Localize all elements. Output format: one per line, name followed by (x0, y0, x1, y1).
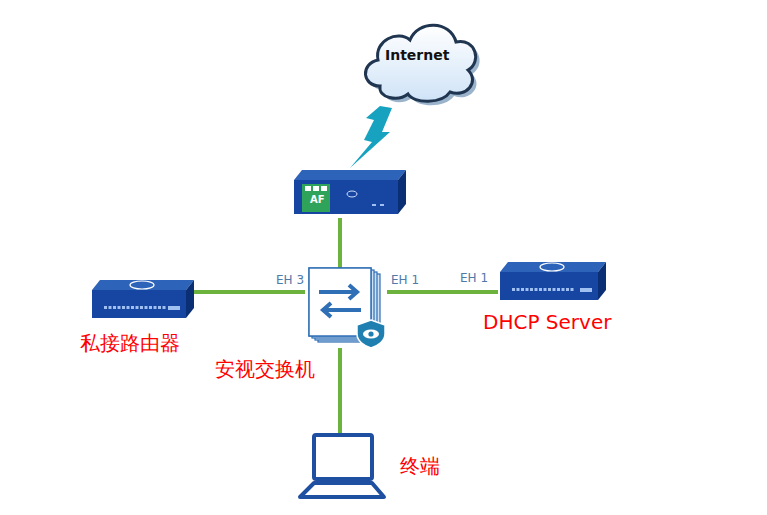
device-front (500, 272, 598, 300)
network-link (387, 292, 498, 293)
port-dot (168, 306, 180, 310)
device-top (500, 262, 606, 272)
port-dot (149, 306, 152, 309)
laptop-base (300, 483, 384, 497)
panel-cell (313, 186, 319, 191)
port-dot (154, 306, 157, 309)
port-dot (535, 288, 538, 291)
node-label: 终端 (400, 453, 440, 480)
network-link (340, 348, 341, 433)
port-dot (131, 306, 134, 309)
device-side (398, 170, 406, 214)
port-dot (521, 288, 524, 291)
port-dot (571, 288, 574, 291)
af-icon (292, 170, 406, 218)
port-dot (122, 306, 125, 309)
panel-cell (321, 186, 327, 191)
led (372, 204, 376, 206)
port-dot (145, 306, 148, 309)
cloud-outline (365, 25, 475, 101)
port-dot (526, 288, 529, 291)
eye-pupil (368, 331, 373, 336)
lightning-bolt (350, 106, 392, 168)
eye (363, 330, 379, 339)
port-dot (140, 306, 143, 309)
port-dot (163, 306, 166, 309)
device-logo (130, 281, 154, 289)
port-label: EH 3 (276, 273, 304, 287)
dev-icon (498, 262, 606, 304)
device-logo (540, 263, 564, 271)
led (380, 204, 384, 206)
device-top (92, 280, 194, 290)
port-label: EH 1 (460, 271, 488, 285)
port-dot (530, 288, 533, 291)
switch-icon (305, 268, 387, 348)
node-label: Internet (385, 47, 449, 63)
link-line (194, 290, 305, 294)
switch-arrows (319, 285, 361, 317)
node-label: 安视交换机 (215, 356, 315, 383)
laptop-icon (296, 433, 386, 501)
firewall-device: AF (292, 170, 406, 218)
port-dot (113, 306, 116, 309)
laptop-screen (314, 435, 372, 479)
device-front (294, 180, 398, 214)
node-label: DHCP Server (483, 310, 611, 334)
port-dot (553, 288, 556, 291)
node-label: 私接路由器 (80, 330, 180, 357)
port-dot (557, 288, 560, 291)
dhcp-server-device: DHCP Server (498, 262, 606, 304)
port-dot (512, 288, 515, 291)
port-dot (566, 288, 569, 291)
network-link (340, 218, 341, 268)
link-line (338, 218, 342, 268)
port-dot (562, 288, 565, 291)
device-side (186, 280, 194, 318)
port-dot (127, 306, 130, 309)
port-dot (136, 306, 139, 309)
internet-cloud: Internet (358, 16, 480, 102)
port-label: EH 1 (391, 273, 419, 287)
eye-shield (357, 320, 385, 348)
device-top (294, 170, 406, 180)
link-line (338, 348, 342, 433)
device-side (598, 262, 606, 300)
port-dot (544, 288, 547, 291)
port-dot (104, 306, 107, 309)
terminal-laptop: 终端 (296, 433, 386, 501)
port-dot (158, 306, 161, 309)
node-label: AF (310, 194, 325, 205)
port-dot (580, 288, 592, 292)
router-device: 私接路由器 (90, 280, 194, 322)
dev-icon (90, 280, 194, 322)
panel-cell (305, 186, 311, 191)
port-dot (548, 288, 551, 291)
port-dot (118, 306, 121, 309)
device-logo (347, 191, 357, 197)
af-panel (302, 184, 330, 212)
port-dot (517, 288, 520, 291)
port-dot (109, 306, 112, 309)
network-link (350, 106, 392, 168)
device-front (92, 290, 186, 318)
link-line (387, 290, 498, 294)
port-dot (539, 288, 542, 291)
switch-device: 安视交换机 (305, 268, 387, 348)
network-link (194, 292, 305, 293)
